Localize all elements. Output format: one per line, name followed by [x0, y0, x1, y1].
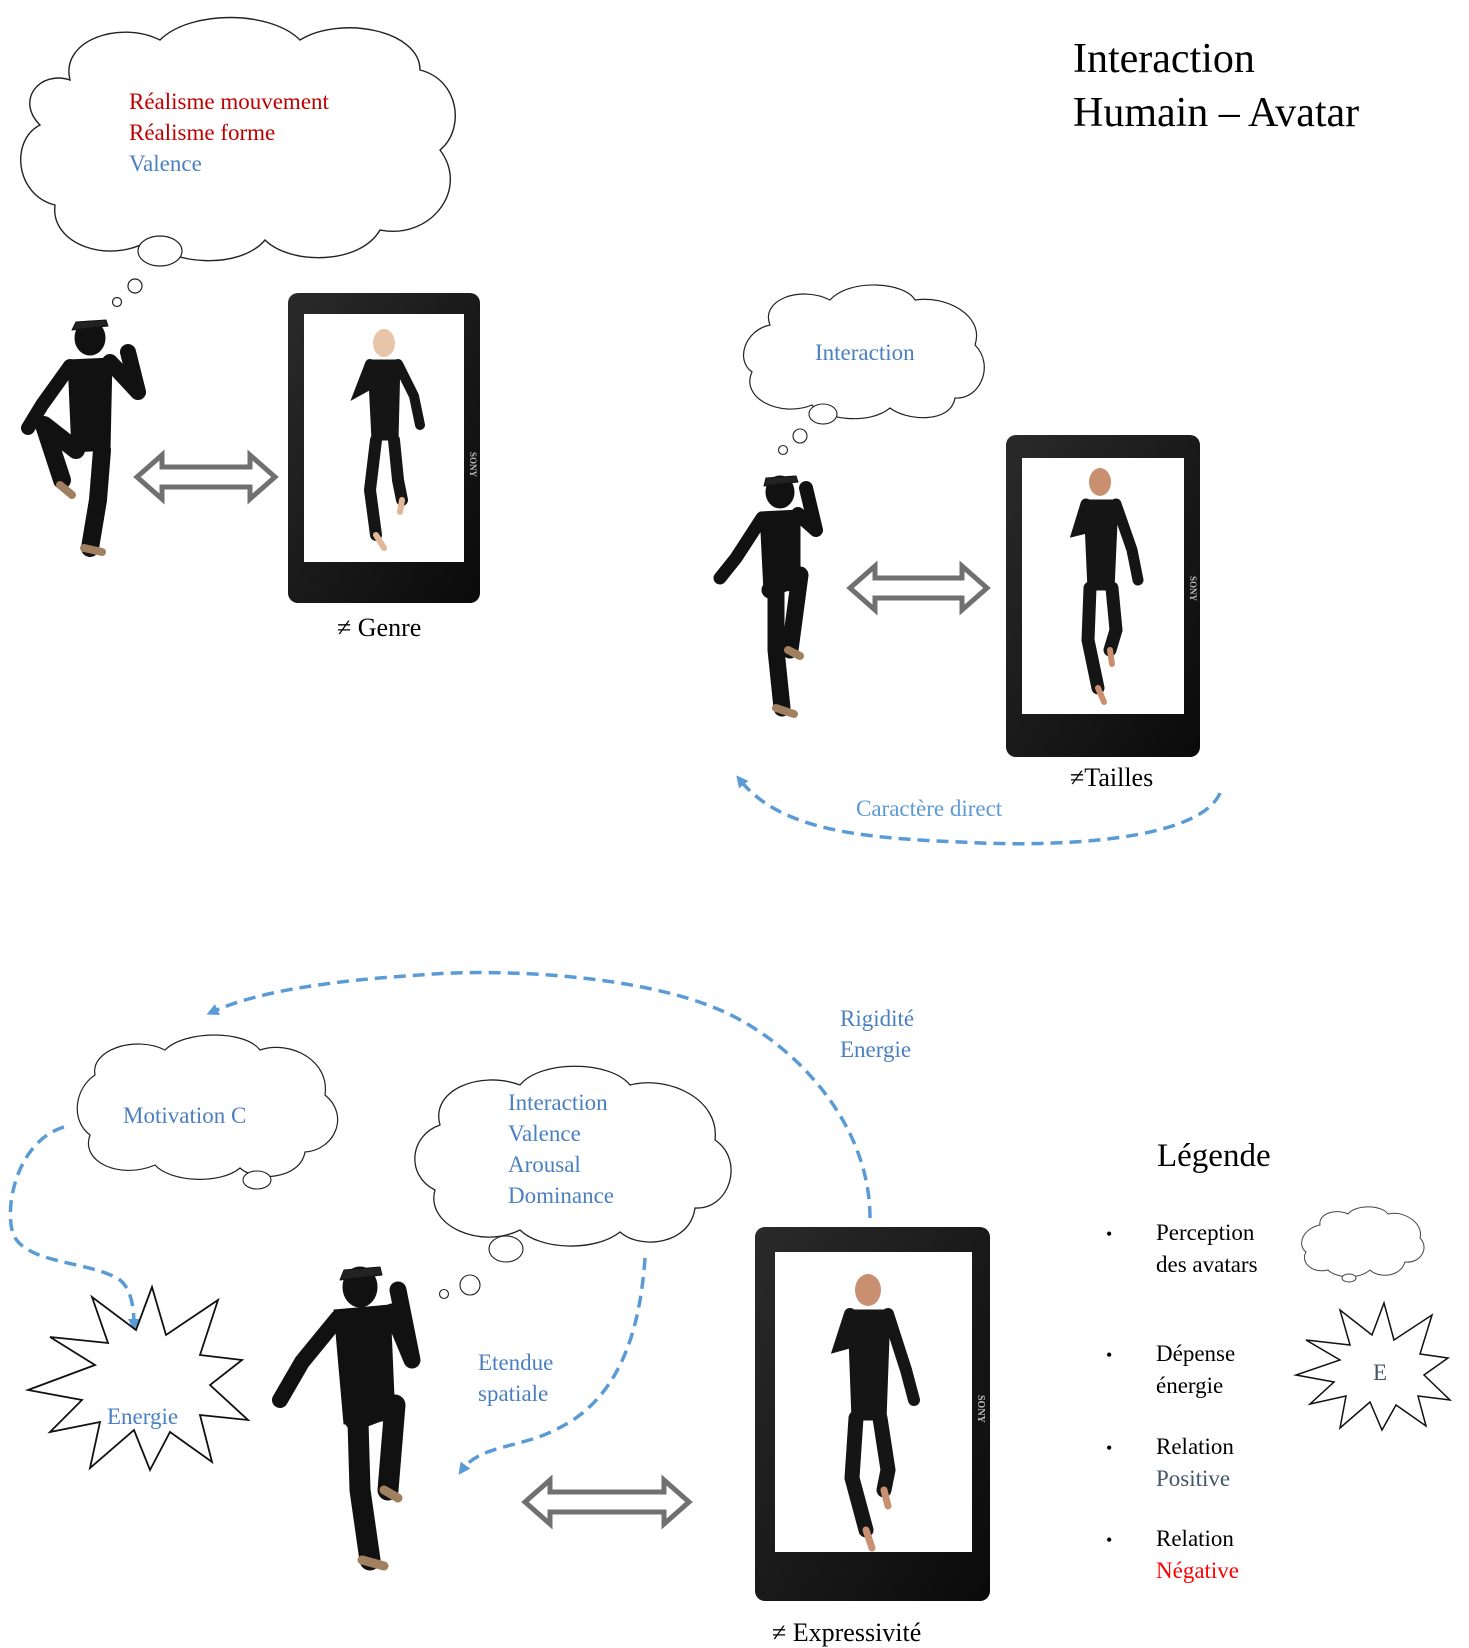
legend-cloud-icon	[1301, 1206, 1425, 1278]
avatar-figure	[350, 329, 425, 551]
avatar-device: SONY	[1006, 435, 1200, 757]
thought-bubble-large	[137, 235, 183, 267]
legend-energy-symbol: E	[1373, 1360, 1387, 1385]
avatar-device: SONY	[755, 1227, 990, 1601]
dashed-arrow-spatial	[458, 1257, 647, 1475]
legend-title: Légende	[1157, 1138, 1271, 1174]
thought-bubble-medium	[127, 278, 143, 294]
avatar-figure	[830, 1274, 920, 1552]
arrow-label-energie: Energie	[840, 1037, 911, 1062]
dashed-arrow-rigidite	[206, 970, 872, 1219]
thought-line-motivation: Motivation C	[123, 1103, 246, 1128]
legend-bullet: •	[1106, 1530, 1112, 1550]
thought-bubble-large	[488, 1235, 524, 1263]
legend-item-line-1: Dépense	[1156, 1341, 1235, 1366]
thought-cloud-small	[742, 284, 985, 420]
legend-item-positive-label: Positive	[1156, 1466, 1230, 1491]
thought-cloud-large	[20, 16, 456, 262]
thought-bubble	[242, 1170, 272, 1190]
panel-caption-tailles: ≠Tailles	[1070, 763, 1153, 792]
thought-line-shape-realism: Réalisme forme	[129, 120, 275, 145]
dashed-arrow-caractere	[736, 775, 1222, 846]
device-brand: SONY	[975, 1395, 986, 1424]
thought-bubble-large	[808, 403, 838, 425]
diagram-title: Interaction Humain – Avatar	[1073, 36, 1359, 136]
thought-line-valence: Valence	[129, 151, 202, 176]
legend-item-positive: • Relation Positive	[1106, 1434, 1234, 1491]
thought-bubble-medium	[792, 428, 808, 444]
spatial-label-line-2: spatiale	[478, 1381, 548, 1406]
thought-line-interaction: Interaction	[508, 1090, 608, 1115]
panel-caption-expressivite: ≠ Expressivité	[772, 1618, 921, 1647]
legend-bullet: •	[1106, 1438, 1112, 1458]
arrow-label-rigidite: Rigidité	[840, 1006, 914, 1031]
thought-bubble-medium	[459, 1274, 481, 1296]
dashed-arrow-motivation	[8, 1125, 140, 1331]
human-figure	[21, 319, 146, 557]
legend-item-line-2: énergie	[1156, 1373, 1223, 1398]
thought-cloud-motivation	[76, 1034, 339, 1180]
panel-expressivite: Rigidité Energie Motivation C Interactio…	[8, 970, 990, 1647]
thought-bubble-small	[111, 296, 123, 308]
legend-item-line-1: Perception	[1156, 1220, 1255, 1245]
spatial-label-line-1: Etendue	[478, 1350, 553, 1375]
thought-line-interaction: Interaction	[815, 340, 915, 365]
title-line-2: Humain – Avatar	[1073, 90, 1359, 136]
avatar-figure	[1069, 468, 1144, 705]
legend-item-line-1: Relation	[1156, 1526, 1234, 1551]
device-brand: SONY	[468, 452, 478, 478]
human-figure	[272, 1266, 421, 1571]
legend: Légende • Perception des avatars • Dépen…	[1106, 1138, 1453, 1583]
panel-tailles: Interaction SONY	[713, 284, 1222, 846]
legend-item-line-1: Relation	[1156, 1434, 1234, 1459]
energy-burst	[24, 1284, 251, 1473]
legend-bullet: •	[1106, 1345, 1112, 1365]
energy-label: Energie	[107, 1404, 178, 1429]
thought-bubble-small	[438, 1288, 450, 1300]
legend-item-energie: • Dépense énergie E	[1106, 1300, 1453, 1432]
thought-line-dominance: Dominance	[508, 1183, 614, 1208]
legend-bullet: •	[1106, 1224, 1112, 1244]
thought-line-movement-realism: Réalisme mouvement	[129, 89, 330, 114]
title-line-1: Interaction	[1073, 36, 1255, 82]
device-brand: SONY	[1188, 576, 1198, 602]
panel-genre: Réalisme mouvement Réalisme forme Valenc…	[20, 16, 480, 642]
human-figure	[713, 475, 823, 718]
thought-bubble-small	[777, 444, 789, 456]
legend-energy-icon	[1293, 1300, 1453, 1432]
thought-line-arousal: Arousal	[508, 1152, 581, 1177]
legend-item-negative-label: Négative	[1156, 1558, 1239, 1583]
legend-item-negative: • Relation Négative	[1106, 1526, 1239, 1583]
legend-item-perception: • Perception des avatars	[1106, 1206, 1425, 1283]
double-arrow	[521, 1474, 693, 1530]
double-arrow	[133, 449, 279, 505]
panel-caption-genre: ≠ Genre	[337, 613, 421, 642]
arrow-label-caractere: Caractère direct	[856, 796, 1003, 821]
legend-cloud-bubble	[1341, 1273, 1357, 1283]
double-arrow	[846, 560, 991, 616]
thought-line-valence: Valence	[508, 1121, 581, 1146]
legend-item-line-2: des avatars	[1156, 1252, 1258, 1277]
thought-cloud-emotion	[414, 1065, 732, 1247]
avatar-device: SONY	[288, 293, 480, 603]
